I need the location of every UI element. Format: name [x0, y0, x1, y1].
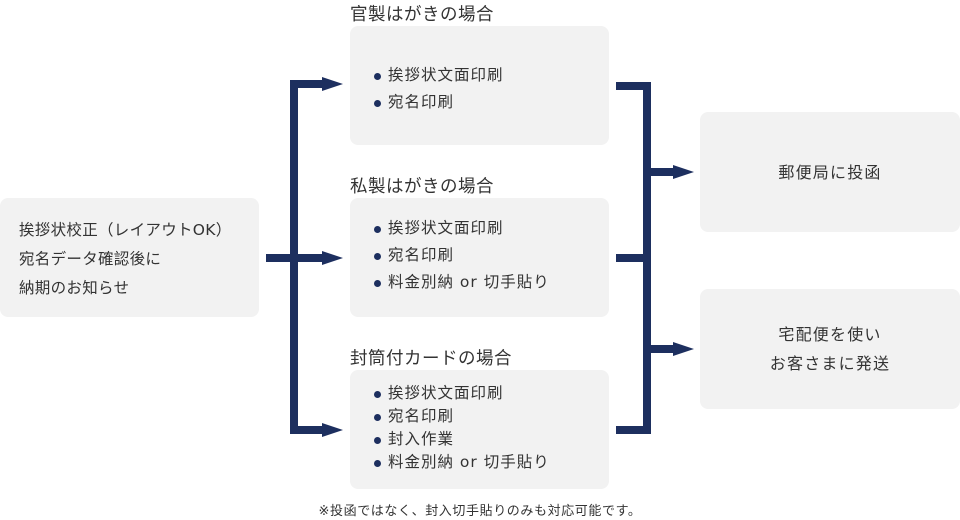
- source-line: 宛名データ確認後に: [19, 250, 162, 268]
- case-item: 宛名印刷: [374, 89, 609, 116]
- connector-merge-case-1: [616, 82, 651, 90]
- connector-right-trunk: [643, 82, 651, 434]
- source-line: 挨拶状校正（レイアウトOK）: [19, 221, 232, 239]
- destination-box-post-office: 郵便局に投函: [700, 112, 960, 232]
- arrowhead-case-2: [322, 251, 343, 265]
- source-line: 納期のお知らせ: [19, 279, 130, 297]
- destination-line: 郵便局に投函: [778, 162, 882, 182]
- case-item-list: 挨拶状文面印刷 宛名印刷 料金別納 or 切手貼り: [374, 215, 609, 296]
- case-item-list: 挨拶状文面印刷 宛名印刷 封入作業 料金別納 or 切手貼り: [374, 382, 609, 474]
- case-item-list: 挨拶状文面印刷 宛名印刷: [374, 62, 609, 116]
- arrowhead-case-3: [322, 423, 343, 437]
- case-box-private-postcard: 挨拶状文面印刷 宛名印刷 料金別納 or 切手貼り: [350, 198, 609, 317]
- connector-branch-case-2: [290, 254, 324, 262]
- connector-branch-case-3: [290, 426, 324, 434]
- connector-merge-case-2: [616, 254, 651, 262]
- connector-source-stub: [266, 254, 296, 262]
- footnote: ※投函ではなく、封入切手貼りのみも対応可能です。: [318, 504, 642, 519]
- connector-merge-case-3: [616, 426, 651, 434]
- case-title-official-postcard: 官製はがきの場合: [350, 5, 494, 25]
- destination-box-courier: 宅配便を使い お客さまに発送: [700, 289, 960, 409]
- case-title-envelope-card: 封筒付カードの場合: [350, 349, 512, 369]
- case-title-private-postcard: 私製はがきの場合: [350, 177, 494, 197]
- arrowhead-dest-1: [673, 165, 694, 179]
- case-item: 挨拶状文面印刷: [374, 62, 609, 89]
- case-item: 挨拶状文面印刷: [374, 382, 609, 405]
- connector-branch-dest-2: [643, 345, 675, 353]
- destination-line: お客さまに発送: [769, 354, 891, 373]
- case-item: 封入作業: [374, 428, 609, 451]
- case-item: 宛名印刷: [374, 405, 609, 428]
- source-box-proof-confirmation: 挨拶状校正（レイアウトOK） 宛名データ確認後に 納期のお知らせ: [0, 198, 259, 317]
- case-item: 料金別納 or 切手貼り: [374, 269, 609, 296]
- case-item: 宛名印刷: [374, 242, 609, 269]
- destination-line: 宅配便を使い: [778, 325, 882, 344]
- connector-branch-case-1: [290, 80, 324, 88]
- arrowhead-dest-2: [673, 342, 694, 356]
- case-box-envelope-card: 挨拶状文面印刷 宛名印刷 封入作業 料金別納 or 切手貼り: [350, 370, 609, 489]
- case-item: 挨拶状文面印刷: [374, 215, 609, 242]
- connector-branch-dest-1: [643, 168, 675, 176]
- case-item: 料金別納 or 切手貼り: [374, 451, 609, 474]
- case-box-official-postcard: 挨拶状文面印刷 宛名印刷: [350, 26, 609, 145]
- arrowhead-case-1: [322, 77, 343, 91]
